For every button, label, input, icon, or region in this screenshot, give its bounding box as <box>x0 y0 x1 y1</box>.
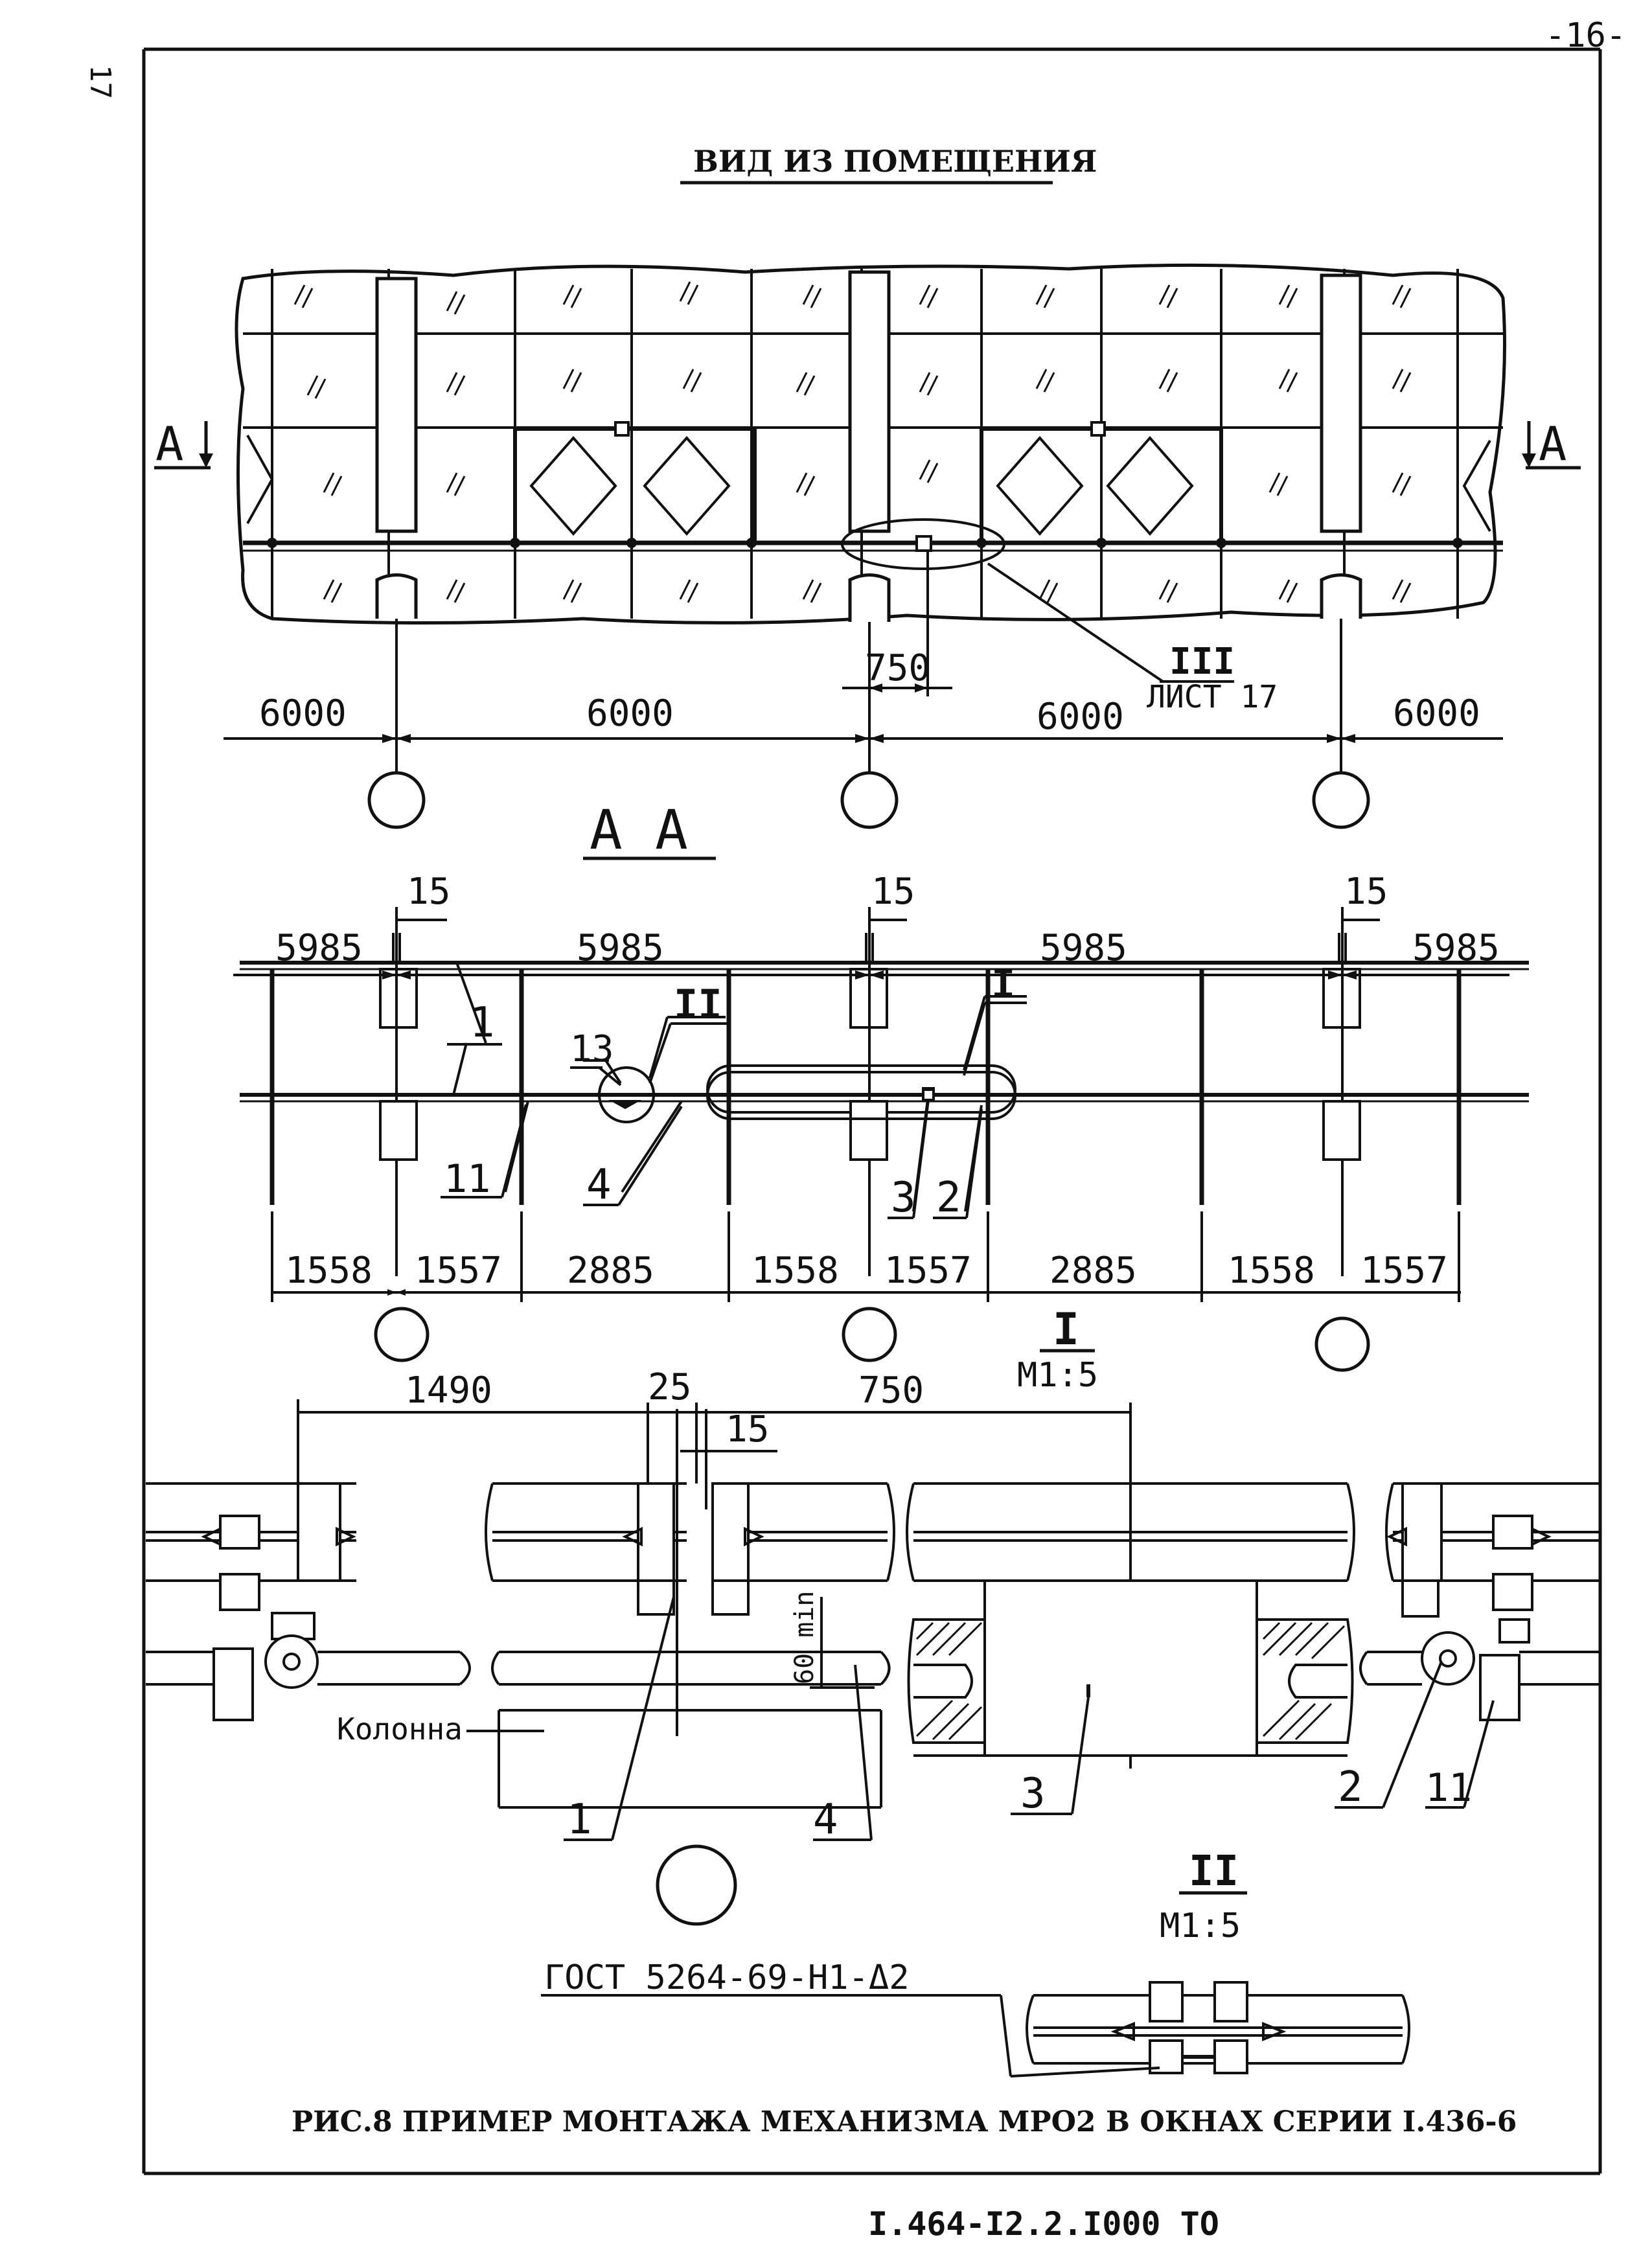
aa-span-4: 5985 <box>1412 927 1500 969</box>
aa-bottom-dim-2: 1557 <box>415 1250 502 1292</box>
sheet-frame <box>142 47 1602 2175</box>
aa-label-3: 3 <box>891 1174 916 1222</box>
aa-label-2: 2 <box>936 1174 961 1222</box>
axis-bubbles-top <box>367 771 1370 829</box>
section-mark-right-group: А <box>1522 417 1581 471</box>
detail-i-leaders <box>564 1596 1495 1841</box>
view-title: ВИД ИЗ ПОМЕЩЕНИЯ <box>693 144 1097 179</box>
view-span-4: 6000 <box>1393 693 1480 735</box>
elevation-break-outline <box>235 263 1506 624</box>
detail-i-dim-25: 25 <box>648 1366 691 1408</box>
aa-label-4: 4 <box>586 1161 612 1209</box>
mechanism-callout-oval <box>841 518 1005 570</box>
detail-i-label-11: 11 <box>1425 1765 1472 1811</box>
aa-bottom-dims <box>271 1211 1461 1302</box>
section-mark-left-group: А <box>154 417 213 471</box>
section-aa-drawing <box>240 933 1529 1101</box>
mullion-nodes <box>267 538 1463 548</box>
aa-gap-2: 15 <box>871 871 915 913</box>
detail-i-hatching <box>915 1621 1346 1741</box>
view-span-2: 6000 <box>586 693 674 735</box>
mechanism-symbol <box>915 535 932 552</box>
aa-span-2: 5985 <box>577 927 664 969</box>
aa-gap-1: 15 <box>407 871 450 913</box>
detail-ii-drawing <box>1000 1981 1410 2078</box>
aa-rail <box>240 1066 1529 1205</box>
view-span-3: 6000 <box>1037 696 1124 738</box>
aa-label-ii: II <box>674 981 722 1028</box>
columns-elevation <box>375 270 1362 622</box>
aa-label-i: I <box>991 960 1015 1007</box>
detail-i-dim-60: 60 min <box>790 1591 820 1685</box>
doc-code: I.464-I2.2.I000 ТО <box>868 2205 1219 2243</box>
callout-sheet: ЛИСТ 17 <box>1147 679 1278 715</box>
axis-bubbles-middle <box>374 1307 1370 1372</box>
gost-reference: ГОСТ 5264-69-Н1-Δ2 <box>544 1958 910 1997</box>
view-dim-offset: 750 <box>865 647 930 689</box>
margin-mark: 17 <box>84 65 117 99</box>
column-label: Колонна <box>337 1712 463 1747</box>
aa-span-1: 5985 <box>275 927 363 969</box>
figure-caption: РИС.8 ПРИМЕР МОНТАЖА МЕХАНИЗМА МРО2 В ОК… <box>292 2105 1517 2138</box>
aa-bottom-dim-8: 1557 <box>1360 1250 1448 1292</box>
aa-label-11: 11 <box>444 1156 490 1202</box>
detail-i-scale: М1:5 <box>1017 1356 1098 1395</box>
detail-i-label-2: 2 <box>1338 1763 1363 1811</box>
detail-i-column <box>498 1709 882 1926</box>
detail-i-dim-15: 15 <box>726 1408 769 1450</box>
aa-gap-3: 15 <box>1344 871 1388 913</box>
aa-label-1: 1 <box>470 999 495 1047</box>
page-number: -16- <box>1545 16 1626 55</box>
callout-number: III <box>1169 641 1235 683</box>
glass-hatching <box>293 281 1412 603</box>
aa-bottom-dim-7: 1558 <box>1228 1250 1315 1292</box>
section-aa-title: А А <box>590 798 688 862</box>
detail-i-title: I <box>1053 1304 1079 1355</box>
aa-bottom-dim-1: 1558 <box>285 1250 373 1292</box>
aa-bottom-dim-3: 2885 <box>567 1250 654 1292</box>
aa-label-leaders <box>441 1002 1027 1219</box>
aa-bottom-dim-6: 2885 <box>1050 1250 1137 1292</box>
detail-i-dim-750: 750 <box>858 1369 924 1412</box>
view-span-1: 6000 <box>259 693 347 735</box>
detail-i-dim-1490: 1490 <box>405 1369 492 1412</box>
section-mark-right: А <box>1539 417 1566 471</box>
detail-i-label-1: 1 <box>567 1796 592 1844</box>
aa-bottom-dim-4: 1558 <box>751 1250 839 1292</box>
callout-leader <box>987 562 1164 683</box>
detail-i-label-4: 4 <box>813 1796 838 1844</box>
detail-i-label-3: 3 <box>1020 1770 1046 1818</box>
section-mark-left: А <box>155 417 183 471</box>
detail-ii-scale: М1:5 <box>1160 1907 1241 1945</box>
detail-i-frames <box>146 1482 1600 1757</box>
detail-ii-title: II <box>1189 1848 1239 1896</box>
window-elevation: III ЛИСТ 17 <box>235 263 1506 715</box>
aa-label-13: 13 <box>570 1028 614 1070</box>
aa-bottom-dim-5: 1557 <box>884 1250 972 1292</box>
view-dimension-lines <box>224 552 1503 774</box>
aa-span-3: 5985 <box>1040 927 1127 969</box>
